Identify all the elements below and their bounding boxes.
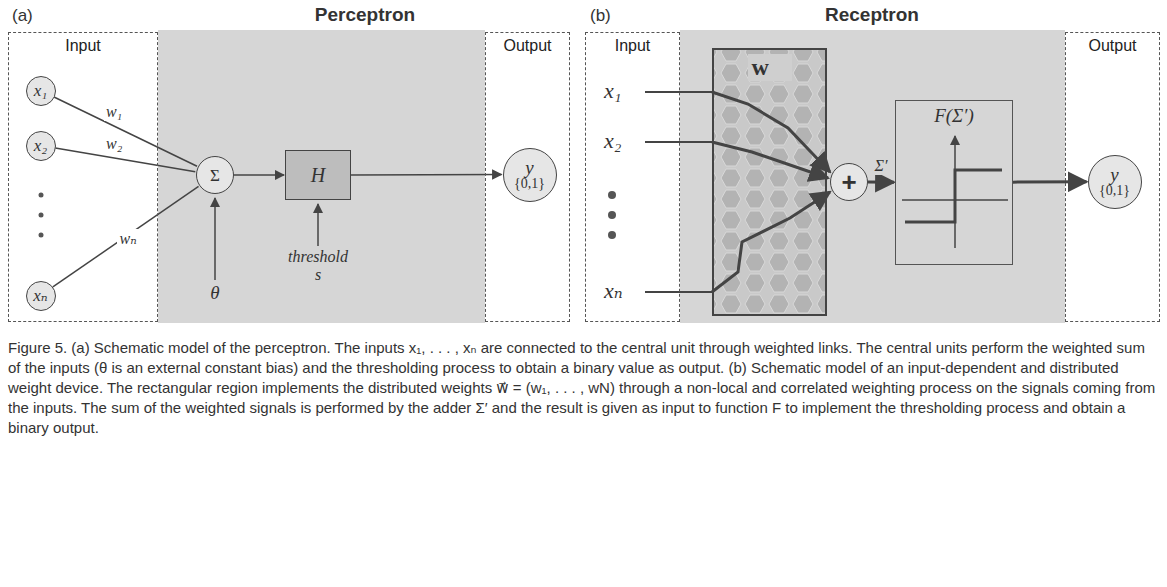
weight-region-box: w⃗ bbox=[712, 48, 827, 316]
node-text: {0,1} bbox=[1099, 184, 1130, 198]
threshold-box: H bbox=[285, 150, 351, 200]
node-text: Input bbox=[9, 37, 157, 55]
connector bbox=[53, 186, 199, 287]
node-text: {0,1} bbox=[514, 177, 545, 191]
edge-label: w₁ bbox=[104, 103, 124, 121]
output-frame: Output y{0,1} bbox=[1065, 32, 1160, 322]
node-text: Σ bbox=[210, 167, 220, 184]
input-symbol: x₂ bbox=[604, 128, 621, 154]
edge-label: Σ′ bbox=[872, 157, 889, 175]
threshold-arrow bbox=[317, 204, 319, 246]
grey-panel bbox=[680, 30, 1065, 323]
input-symbol: x₁ bbox=[604, 78, 621, 104]
node-text: F(Σ′) bbox=[931, 105, 977, 127]
node-text: + bbox=[841, 169, 856, 195]
output-frame: Output y{0,1} bbox=[485, 32, 570, 322]
grey-panel bbox=[158, 30, 485, 323]
node-text: Output bbox=[1066, 37, 1159, 55]
node-text: y bbox=[525, 158, 533, 177]
input-circle: xₙ bbox=[26, 281, 56, 311]
panel-title: Receptron bbox=[825, 4, 919, 26]
input-circle: x₁ bbox=[26, 76, 56, 106]
activation-box: F(Σ′) bbox=[895, 100, 1013, 265]
node-text: x₂ bbox=[34, 137, 47, 154]
input-circle: x₂ bbox=[26, 131, 56, 161]
node-text: xₙ bbox=[33, 287, 47, 304]
threshold-label: threshold s bbox=[283, 248, 353, 285]
weight-region bbox=[712, 48, 827, 316]
input-wires bbox=[645, 92, 712, 292]
input-symbol: xₙ bbox=[604, 278, 623, 304]
connector bbox=[1013, 180, 1087, 183]
summation-circle: Σ bbox=[196, 156, 234, 194]
figure-caption: Figure 5. (a) Schematic model of the per… bbox=[8, 338, 1158, 438]
connector bbox=[351, 174, 502, 176]
ellipsis-dots bbox=[39, 193, 44, 238]
output-circle: y{0,1} bbox=[503, 148, 557, 202]
ellipsis-dots bbox=[608, 191, 616, 239]
weighting-paths bbox=[712, 92, 830, 292]
panel-letter: (a) bbox=[12, 6, 33, 26]
connector bbox=[234, 174, 284, 176]
adder-circle: + bbox=[830, 163, 868, 201]
node-text: x₁ bbox=[34, 82, 47, 99]
node-text: H bbox=[311, 164, 325, 187]
bias-symbol: θ bbox=[210, 282, 219, 304]
node-text: y bbox=[1110, 165, 1118, 184]
connector bbox=[868, 181, 894, 184]
edge-label: w₂ bbox=[104, 135, 124, 153]
step-function bbox=[902, 136, 1008, 248]
panel-title: Perceptron bbox=[315, 4, 415, 26]
panel-letter: (b) bbox=[590, 6, 611, 26]
connector bbox=[55, 148, 195, 172]
node-text: Output bbox=[486, 37, 569, 55]
input-frame: Input x₁ x₂ xₙ bbox=[8, 32, 158, 322]
connector bbox=[54, 97, 197, 166]
edge-label: wₙ bbox=[117, 229, 138, 248]
bias-arrow bbox=[214, 198, 216, 280]
input-frame: Input bbox=[585, 32, 680, 322]
output-circle: y{0,1} bbox=[1088, 155, 1142, 209]
node-text: w⃗ bbox=[748, 54, 792, 81]
node-text: Input bbox=[586, 37, 679, 55]
